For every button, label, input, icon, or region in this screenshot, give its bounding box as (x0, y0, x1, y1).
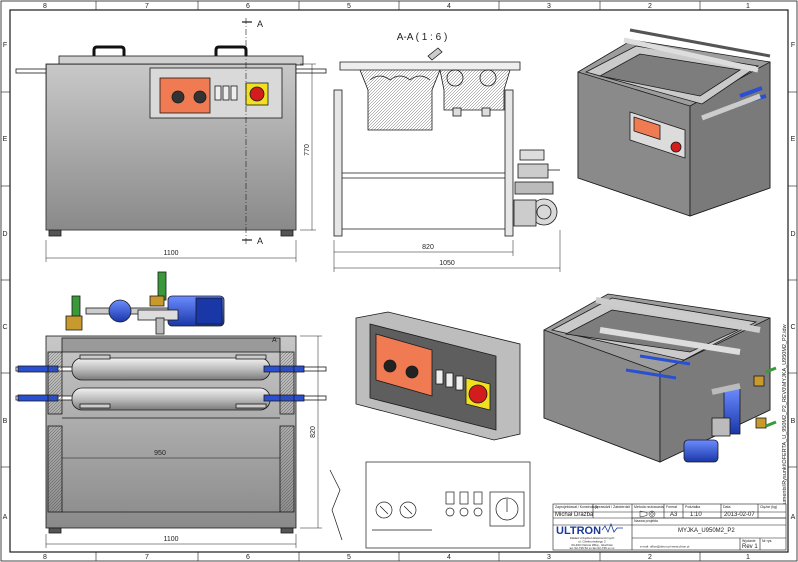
column-label: 5 (347, 554, 351, 561)
front-width-dimension: 1100 (163, 250, 178, 257)
revision-value: Rev 1 (742, 544, 758, 550)
column-label: 1 (746, 3, 750, 10)
column-label: 8 (43, 554, 47, 561)
control-panel-detail (329, 461, 531, 549)
frame-row-labels-left: F E D C B A (2, 42, 7, 521)
section-view-dimension-lines (333, 230, 561, 272)
projection-label: Metoda rzutowania (634, 505, 664, 509)
project-name-label: Nazwa projektu (634, 519, 658, 523)
column-label: 4 (447, 554, 451, 561)
title-block-values: Michał Drazba A3 1:10 2013-02-07 MYJKA_U… (555, 512, 758, 550)
row-label: A (791, 514, 796, 521)
column-label: 3 (547, 554, 551, 561)
top-inner-dimension: 950 (154, 450, 166, 457)
row-label: F (3, 42, 7, 49)
column-label: 2 (648, 554, 652, 561)
row-label: F (791, 42, 795, 49)
column-label: 1 (746, 554, 750, 561)
date-value: 2013-02-07 (724, 512, 755, 518)
mass-label: Ciężar (kg) (760, 505, 777, 509)
column-label: 7 (145, 554, 149, 561)
row-label: E (3, 136, 8, 143)
column-label: 6 (246, 3, 250, 10)
column-label: 4 (447, 3, 451, 10)
isometric-view-top (577, 28, 771, 217)
column-label: 5 (347, 3, 351, 10)
designer-name: Michał Drazba (555, 512, 594, 518)
row-label: C (790, 324, 795, 331)
top-outer-dimension: 1100 (163, 536, 178, 543)
column-label: 8 (43, 3, 47, 10)
section-markers (242, 21, 252, 241)
frame-row-labels-right: F E D C B A (790, 42, 795, 521)
row-label: D (2, 231, 7, 238)
revision-label: Wydanie (742, 539, 756, 543)
company-logo: ULTRON (556, 525, 601, 537)
format-label: Format (666, 505, 677, 509)
section-marker-bottom: A (257, 236, 263, 246)
title-block (552, 503, 787, 551)
section-outer-dimension: 1050 (439, 260, 455, 267)
projection-symbol-icon (639, 510, 656, 518)
section-marker-top: A (257, 19, 263, 29)
top-view-marker: A (272, 337, 277, 344)
top-depth-dimension: 820 (310, 426, 317, 438)
drawing-name: MYJKA_U950M2_P2 (678, 528, 735, 534)
section-view-title: A-A ( 1 : 6 ) (397, 32, 448, 43)
column-label: 6 (246, 554, 250, 561)
file-path-label: C:\Users\Dell\Documents\Rysunki\OFERTA_U… (782, 324, 788, 548)
row-label: B (791, 418, 796, 425)
company-line-3: 63-400 Ostrów Wlkp., Głuchów (571, 543, 613, 547)
company-line-1: Zakład Urządzeń Elektronicznych (570, 536, 615, 540)
row-label: E (791, 136, 796, 143)
designed-label: Zaprojektował / Konstrukcja (555, 505, 598, 509)
date-label: Data (723, 505, 730, 509)
row-label: A (3, 514, 8, 521)
company-line-5: e-mail: office@ultron.pl www.ultron.pl (640, 545, 690, 549)
section-view-drawing (333, 47, 560, 237)
front-view (15, 45, 327, 237)
drawing-no-label: Nr rys. (762, 539, 772, 543)
company-line-4: tel. 62-736 52 xx fax 62-736 xx xx (570, 546, 615, 550)
top-view (15, 271, 327, 534)
column-label: 7 (145, 3, 149, 10)
title-block-labels: Zaprojektował / Konstrukcja Sprawdził / … (555, 505, 777, 543)
column-label: 2 (648, 3, 652, 10)
company-block: ULTRON Zakład Urządzeń Elektronicznych u… (556, 522, 690, 550)
frame-column-labels-top: 8 7 6 5 4 3 2 1 (43, 3, 750, 10)
isometric-view-bottom (543, 293, 777, 463)
scale-label: Podziałka (685, 505, 700, 509)
company-line-2: ul. Chełmońskiego 3 (578, 540, 606, 544)
format-value: A3 (670, 512, 678, 518)
frame-column-labels-bottom: 8 7 6 5 4 3 2 1 (43, 554, 750, 561)
front-height-dimension: 770 (304, 144, 311, 156)
scale-value: 1:10 (690, 512, 702, 518)
top-view-dimension-lines (45, 335, 322, 548)
checked-label: Sprawdził / Zatwierdził (595, 505, 630, 509)
control-panel-iso (355, 311, 521, 441)
section-inner-dimension: 820 (422, 244, 434, 251)
column-label: 3 (547, 3, 551, 10)
row-label: D (790, 231, 795, 238)
row-label: B (3, 418, 8, 425)
row-label: C (2, 324, 7, 331)
front-view-dimension-lines (45, 63, 316, 262)
